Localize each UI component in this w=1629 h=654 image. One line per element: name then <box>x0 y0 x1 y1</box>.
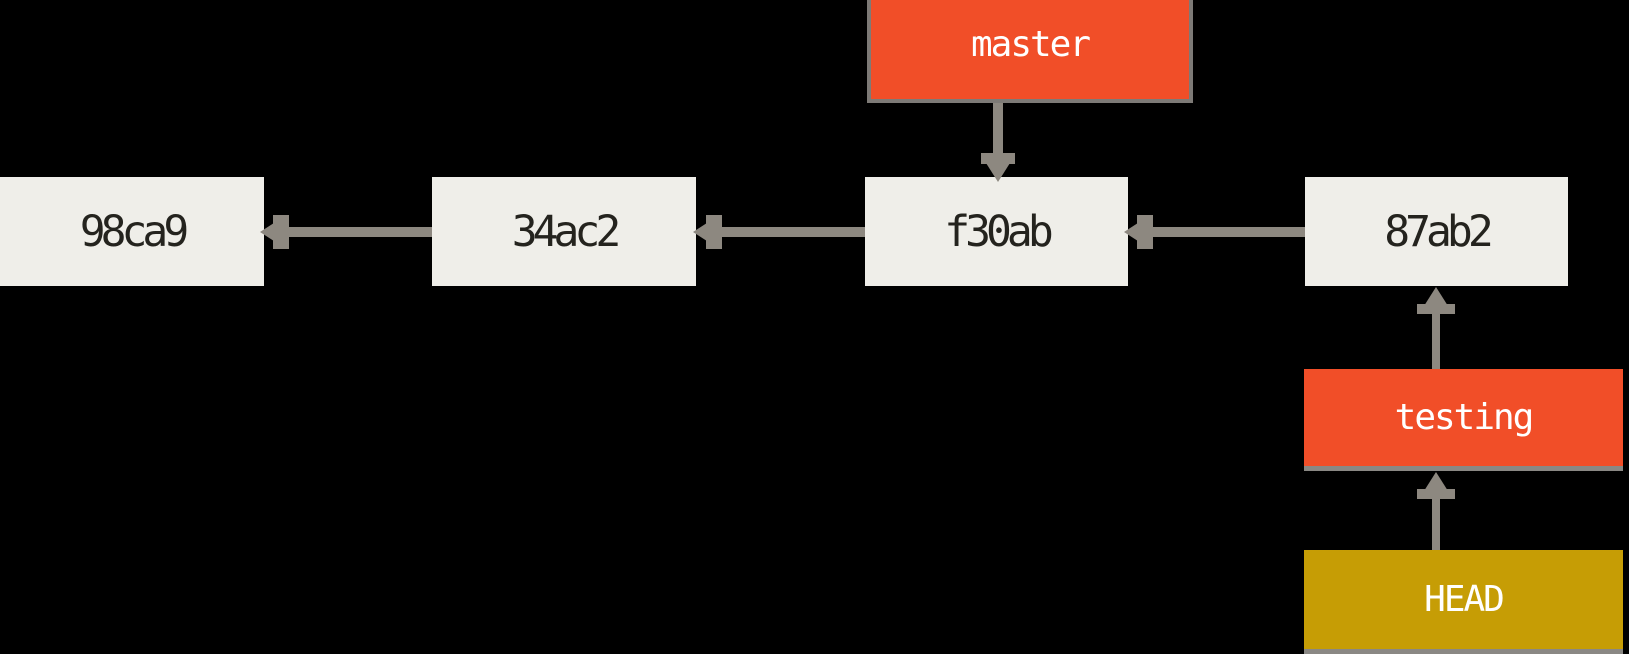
arrow-crossbar <box>1417 304 1455 314</box>
commit-label-98ca9: 98ca9 <box>79 206 189 257</box>
branch-ref-master: master <box>867 0 1193 103</box>
commit-label-87ab2: 87ab2 <box>1384 206 1493 257</box>
arrow-head <box>1424 472 1448 491</box>
edge-34ac2-to-98ca9 <box>260 215 432 249</box>
edge-87ab2-to-f30ab <box>1124 215 1305 249</box>
edge-f30ab-to-34ac2 <box>693 215 865 249</box>
edge-head-to-testing <box>1417 472 1455 550</box>
arrow-line <box>711 227 865 237</box>
arrow-line <box>993 103 1003 162</box>
arrow-line <box>278 227 432 237</box>
edge-testing-to-87ab2 <box>1417 287 1455 369</box>
arrow-line <box>1432 492 1440 550</box>
arrow-line <box>1432 307 1440 369</box>
branch-label-testing: testing <box>1394 397 1535 438</box>
arrow-crossbar <box>1137 215 1153 249</box>
arrow-crossbar <box>1417 489 1455 499</box>
arrow-head <box>1424 287 1448 306</box>
commit-node-34ac2: 34ac2 <box>432 177 696 286</box>
arrow-line <box>1142 227 1305 237</box>
edge-master-to-f30ab <box>981 103 1015 182</box>
commit-node-87ab2: 87ab2 <box>1305 177 1568 286</box>
arrow-crossbar <box>706 215 722 249</box>
arrow-crossbar <box>273 215 289 249</box>
arrow-crossbar <box>981 153 1015 164</box>
commit-label-34ac2: 34ac2 <box>511 206 621 257</box>
head-ref: HEAD <box>1304 550 1623 654</box>
branch-ref-testing: testing <box>1304 369 1623 471</box>
branch-label-master: master <box>970 24 1091 65</box>
head-label: HEAD <box>1424 579 1505 620</box>
commit-label-f30ab: f30ab <box>944 206 1053 257</box>
commit-node-f30ab: f30ab <box>865 177 1128 286</box>
commit-node-98ca9: 98ca9 <box>0 177 264 286</box>
